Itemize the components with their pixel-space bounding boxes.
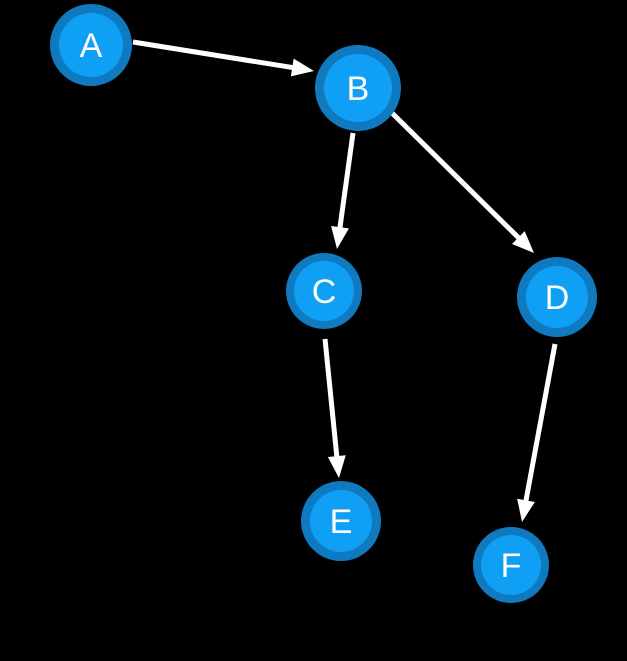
edge-arrowhead-icon (290, 58, 314, 77)
node-core (310, 490, 372, 552)
graph-edge-c-e[interactable] (322, 338, 346, 478)
edge-line (322, 338, 340, 459)
graph-edge-a-b[interactable] (132, 39, 314, 77)
node-core (59, 13, 123, 77)
node-core (526, 266, 588, 328)
graph-node-e[interactable]: E (301, 481, 381, 561)
graph-node-a[interactable]: A (50, 4, 132, 86)
graph-node-b[interactable]: B (315, 45, 401, 131)
edge-line (132, 39, 295, 71)
graph-edge-d-f[interactable] (517, 343, 558, 522)
edge-arrowhead-icon (517, 498, 535, 522)
node-core (324, 54, 392, 122)
edge-arrowhead-icon (327, 455, 346, 478)
edges-layer (132, 39, 558, 522)
graph-node-c[interactable]: C (286, 253, 362, 329)
graph-node-d[interactable]: D (517, 257, 597, 337)
graph-edge-b-d[interactable] (390, 111, 534, 253)
graph-edge-b-c[interactable] (331, 132, 356, 249)
edge-arrowhead-icon (331, 225, 349, 249)
edge-line (390, 111, 522, 241)
edge-line (337, 132, 356, 230)
graph-node-f[interactable]: F (473, 527, 549, 603)
edge-arrowhead-icon (512, 231, 534, 253)
node-core (481, 535, 541, 595)
node-core (294, 261, 354, 321)
nodes-layer: A B C D E F (50, 4, 597, 603)
edge-line (523, 343, 558, 503)
